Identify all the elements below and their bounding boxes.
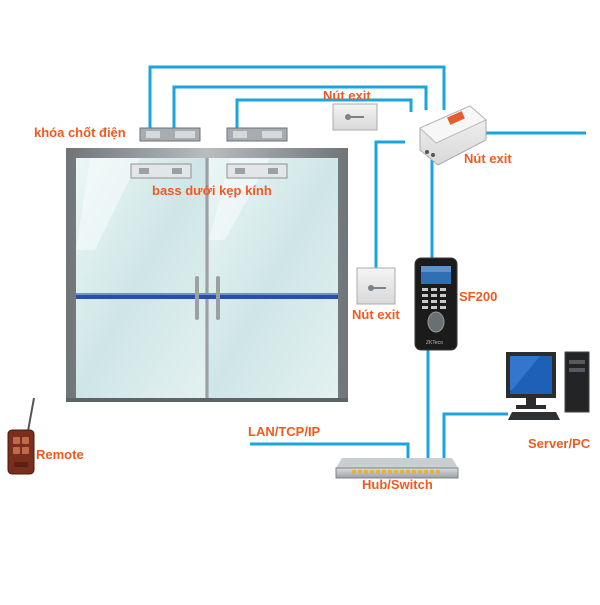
pc-keyboard xyxy=(508,412,560,420)
door-push-bar xyxy=(76,293,338,299)
wire-lock-middle xyxy=(172,85,428,128)
device-brand: ZKTeco xyxy=(426,340,443,346)
remote-antenna xyxy=(27,397,35,432)
server-pc xyxy=(506,351,590,420)
door-floor-shadow xyxy=(66,398,348,402)
door-push-bar-highlight xyxy=(76,293,338,295)
exit-button-top xyxy=(332,103,378,131)
label-power-supply: Nút exit xyxy=(464,151,512,166)
label-server: Server/PC xyxy=(528,436,591,451)
device-keypad xyxy=(422,288,446,309)
sf200-device: ZKTeco xyxy=(414,257,458,351)
electric-lock-left xyxy=(139,127,201,142)
door-handle-left xyxy=(195,276,199,320)
glass-door xyxy=(66,148,348,402)
label-switch: Hub/Switch xyxy=(362,477,433,492)
door-glass-left xyxy=(76,158,205,398)
door-handle-right xyxy=(216,276,220,320)
door-glass-right xyxy=(209,158,338,398)
switch-ports xyxy=(352,470,440,474)
glass-bracket-right xyxy=(226,163,288,179)
remote-control xyxy=(7,397,35,475)
glass-bracket-left xyxy=(130,163,192,179)
fingerprint-sensor xyxy=(427,311,445,333)
wire-lock-inner xyxy=(235,98,413,128)
label-sf200: SF200 xyxy=(459,289,498,304)
wire-exit-side xyxy=(374,140,405,268)
wiring xyxy=(148,65,586,458)
label-remote: Remote xyxy=(36,447,84,462)
hub-switch xyxy=(335,458,459,479)
wire-switch-server xyxy=(442,412,508,458)
wire-lock-outer xyxy=(148,65,446,128)
label-glass-bracket: bass dưới kẹp kính xyxy=(152,183,272,198)
glass-reflection xyxy=(76,158,140,250)
electric-lock-right xyxy=(226,127,288,142)
device-screen-glare xyxy=(421,266,451,272)
wire-lan xyxy=(250,442,410,458)
label-lan: LAN/TCP/IP xyxy=(248,424,321,439)
label-exit-button-side: Nút exit xyxy=(352,307,400,322)
power-supply xyxy=(419,105,487,166)
exit-button-side xyxy=(356,267,396,305)
label-exit-button-top: Nút exit xyxy=(323,88,371,103)
label-electric-lock: khóa chốt điện xyxy=(34,125,126,140)
